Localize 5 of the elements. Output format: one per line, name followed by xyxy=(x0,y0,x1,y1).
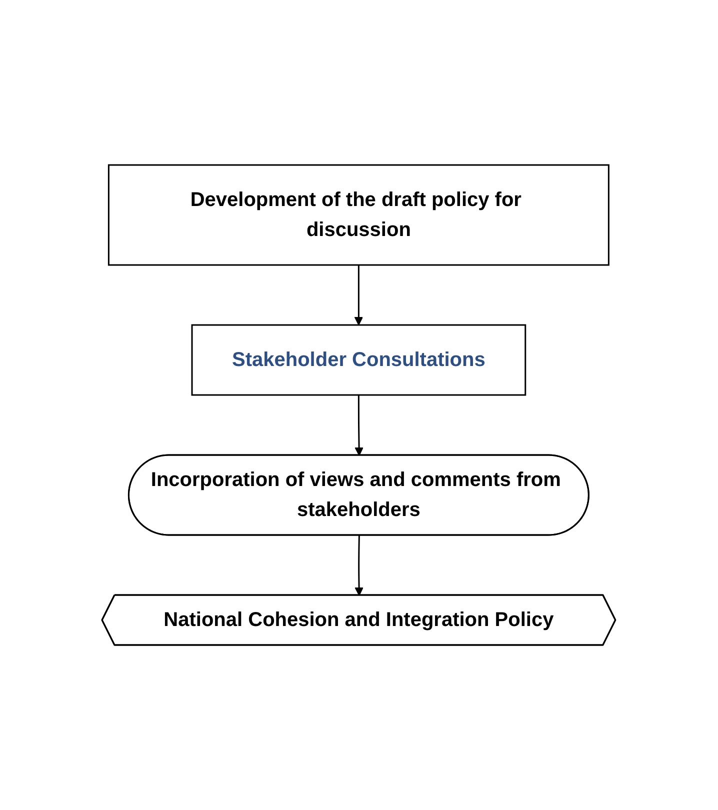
node-box: Stakeholder Consultations xyxy=(192,324,526,396)
arrow xyxy=(354,265,364,326)
arrow xyxy=(354,395,364,456)
node-box: Development of the draft policy for discussion xyxy=(108,164,610,266)
arrow xyxy=(354,535,364,596)
